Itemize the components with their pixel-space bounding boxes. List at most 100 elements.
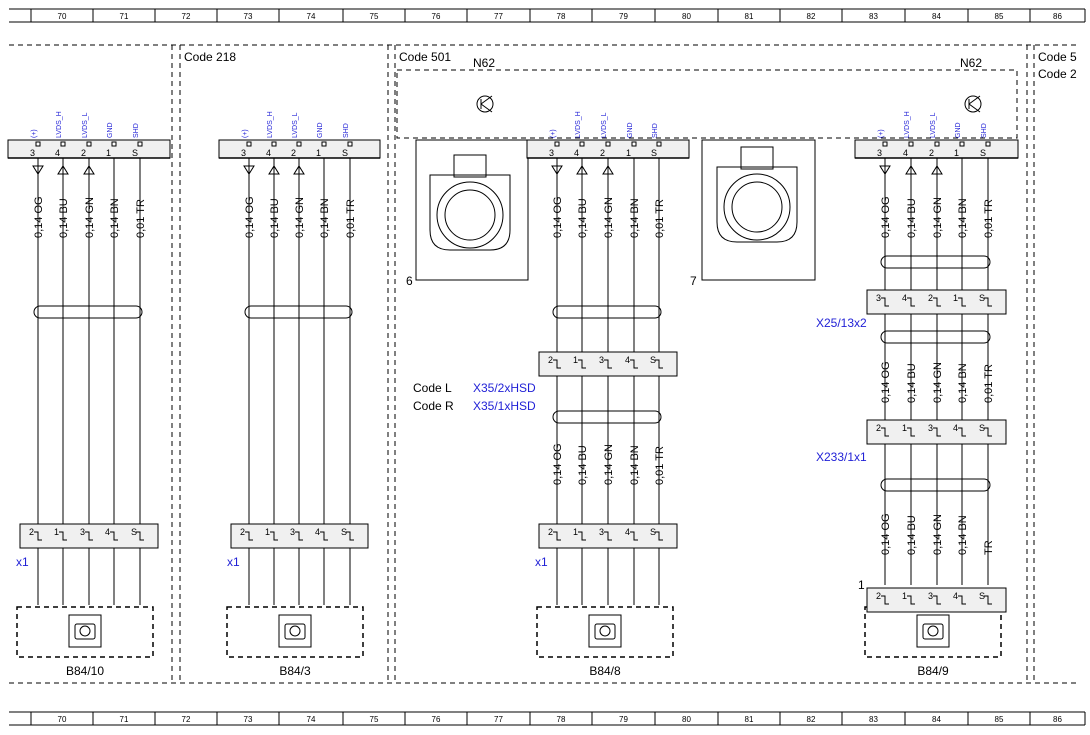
connector-pin-number: 4 (902, 293, 907, 303)
ruler-column-label: 82 (807, 12, 816, 21)
ruler-column-label: 71 (120, 715, 129, 724)
wire-label: 0,01 TR (983, 364, 995, 403)
connector-terminal (984, 297, 992, 307)
plug-ring (723, 173, 791, 241)
pin-terminal (959, 141, 965, 147)
ruler-column-label: 78 (557, 12, 566, 21)
pin-terminal (137, 141, 143, 147)
plug-latch (740, 146, 774, 170)
ruler-column-label: 78 (557, 715, 566, 724)
code-label: Code 501 (399, 50, 451, 64)
pin-terminal (908, 141, 914, 147)
pin-label: LVDS_L (601, 112, 608, 138)
connector-terminal (346, 531, 354, 541)
connector-terminal (933, 427, 941, 437)
ruler-column-label: 85 (995, 715, 1004, 724)
connector-terminal (553, 359, 561, 369)
pin-label: GND (955, 122, 962, 138)
connector-terminal (604, 359, 612, 369)
connector-terminal (604, 531, 612, 541)
pin-number: 2 (600, 148, 605, 158)
connector-pin-number: 3 (928, 423, 933, 433)
pin-number: S (651, 148, 657, 158)
pin-label: (+) (31, 129, 38, 138)
wire-label: 0,14 GN (603, 197, 615, 238)
pin-number: 4 (55, 148, 60, 158)
wire-label: 0,14 OG (244, 196, 256, 238)
connector-pin-number: S (979, 293, 985, 303)
pin-number: 4 (574, 148, 579, 158)
camera-lens (599, 625, 611, 637)
connector-terminal (270, 531, 278, 541)
antenna-icon-part (480, 95, 493, 105)
connector-pin-number: 4 (105, 527, 110, 537)
camera-unit (16, 606, 154, 658)
connector-terminal (630, 359, 638, 369)
ruler-column-label: 75 (370, 12, 379, 21)
cable-shield (880, 330, 991, 344)
wire-label: 0,14 BN (629, 445, 641, 485)
pin-label: LVDS_H (56, 111, 63, 138)
connector-terminal (907, 595, 915, 605)
pin-terminal (35, 141, 41, 147)
connector-terminal (958, 595, 966, 605)
ruler-column-label: 77 (494, 715, 503, 724)
connector-terminal (578, 531, 586, 541)
connector-label-x1: x1 (16, 555, 29, 569)
antenna-icon-part (968, 103, 981, 113)
connector-pin-number: S (650, 527, 656, 537)
connector-terminal (958, 297, 966, 307)
ruler-column-label: 70 (58, 12, 67, 21)
pin-label: (+) (550, 129, 557, 138)
pin-number: 3 (30, 148, 35, 158)
code-label: Code 218 (184, 50, 236, 64)
camera-lens (79, 625, 91, 637)
connector-terminal (578, 359, 586, 369)
plug-ring (436, 181, 504, 249)
plug-ring-inner (731, 181, 783, 233)
pin-label: (+) (878, 129, 885, 138)
code-label: Code 2 (1038, 67, 1077, 81)
wire-label: 0,14 BN (957, 515, 969, 555)
connector-terminal (933, 595, 941, 605)
ruler-column-label: 74 (307, 12, 316, 21)
camera-icon-frame (916, 614, 950, 648)
pin-terminal (296, 141, 302, 147)
ruler-column-label: 85 (995, 12, 1004, 21)
wire-label: 0,14 GN (603, 444, 615, 485)
connector-terminal (655, 359, 663, 369)
connector-pin-number: 1 (54, 527, 59, 537)
code-l-label: Code L (413, 381, 452, 395)
connector-pin-number: 1 (573, 355, 578, 365)
ruler-column-label: 80 (682, 12, 691, 21)
pin-number: 3 (877, 148, 882, 158)
connector-terminal (295, 531, 303, 541)
wire-label: 0,14 BN (957, 198, 969, 238)
ruler-column-label: 73 (244, 715, 253, 724)
antenna-icon (476, 95, 494, 113)
n62-label: N62 (960, 56, 982, 70)
wire-label: 0,14 BU (906, 198, 918, 238)
ruler-column-label: 80 (682, 715, 691, 724)
pin-number: 4 (903, 148, 908, 158)
x25-label: X25/13x2 (816, 316, 867, 330)
wire-label: 0,14 BN (109, 198, 121, 238)
ruler-column-label: 84 (932, 715, 941, 724)
ruler-column-label: 82 (807, 715, 816, 724)
connector-pin-number: S (131, 527, 137, 537)
antenna-icon-part (968, 95, 981, 105)
connector-label-x1: x1 (227, 555, 240, 569)
wire-label: 0,14 BU (577, 198, 589, 238)
wire-label: 0,14 BN (957, 363, 969, 403)
connector-terminal (881, 427, 889, 437)
pin-terminal (347, 141, 353, 147)
camera-unit (226, 606, 364, 658)
wire-label: 0,14 BU (577, 445, 589, 485)
connector-terminal (110, 531, 118, 541)
ruler-column-label: 73 (244, 12, 253, 21)
wire-label: 0,14 BU (906, 363, 918, 403)
pin-terminal (985, 141, 991, 147)
pin-label: SHD (343, 123, 350, 138)
connector-pin-number: 3 (290, 527, 295, 537)
connector-terminal (933, 297, 941, 307)
